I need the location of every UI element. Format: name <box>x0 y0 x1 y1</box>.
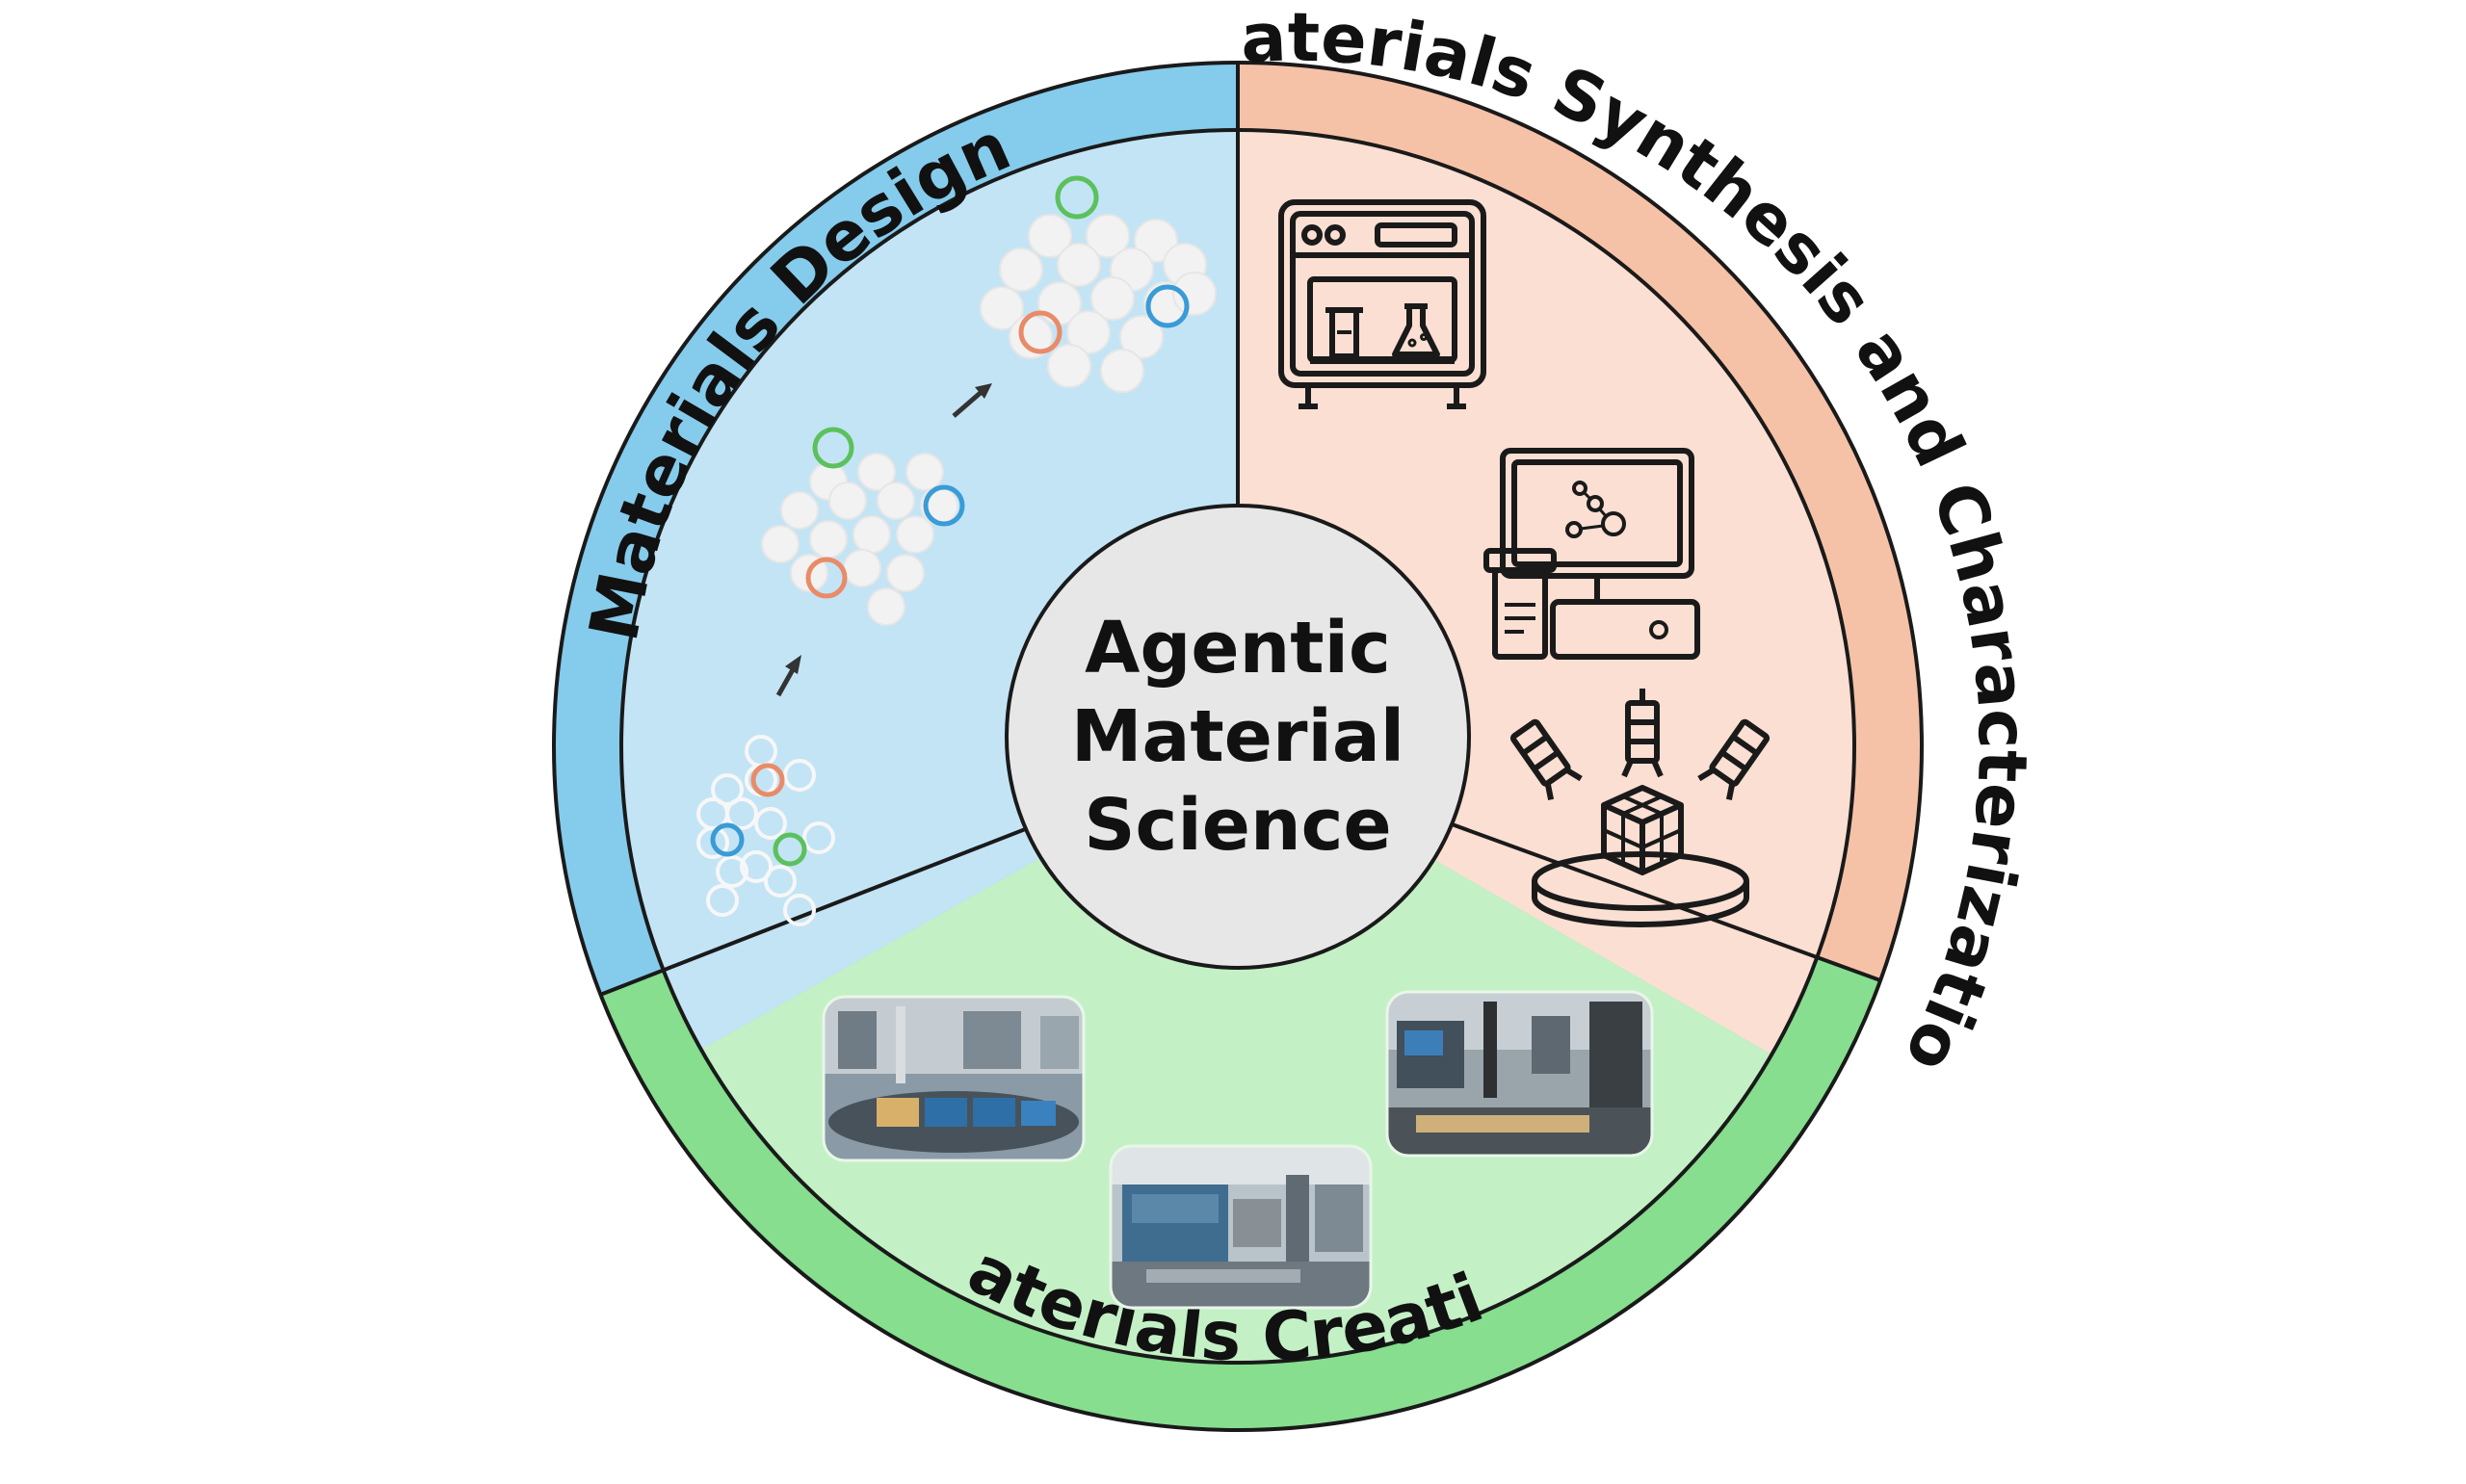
atom <box>886 554 925 592</box>
atom <box>783 894 816 926</box>
crystal-cluster-large <box>980 175 1217 393</box>
atom <box>1086 214 1130 258</box>
computer-molecule-icon <box>1483 448 1700 660</box>
atom <box>740 850 773 883</box>
atom <box>1057 243 1101 287</box>
atom <box>754 807 787 840</box>
highlight-atom <box>1145 284 1190 328</box>
highlight-atom <box>773 832 807 867</box>
atom <box>696 797 729 830</box>
atom <box>896 515 934 554</box>
atom <box>1066 310 1111 354</box>
highlight-atom <box>710 822 745 857</box>
atom <box>764 865 797 898</box>
atom <box>1090 276 1135 321</box>
atom <box>809 520 848 559</box>
center-title-line-2: Material <box>1071 695 1404 778</box>
highlight-atom <box>812 427 854 469</box>
atom <box>828 482 867 520</box>
atom <box>706 884 739 917</box>
atom <box>1172 272 1217 316</box>
crystal-cluster-medium <box>761 427 965 626</box>
atom <box>802 821 835 854</box>
atom <box>980 286 1024 330</box>
highlight-atom <box>923 484 965 527</box>
sector-inner-creation <box>701 746 1771 1363</box>
highlight-atom <box>750 763 785 797</box>
atom <box>867 587 905 626</box>
atom <box>905 453 944 491</box>
highlight-atom <box>805 557 848 599</box>
crystal-cluster-small <box>696 735 835 926</box>
atom <box>761 525 800 563</box>
atom <box>1047 344 1091 388</box>
atom <box>716 855 748 888</box>
atom <box>1119 315 1164 359</box>
atom <box>1134 219 1178 263</box>
atom <box>853 515 891 554</box>
atom <box>1028 214 1072 258</box>
atom <box>780 491 819 530</box>
center-circle <box>1005 504 1471 970</box>
atom <box>857 453 896 491</box>
atom <box>877 482 915 520</box>
arrow-icon <box>775 655 801 697</box>
lab-instrument-icon <box>1278 199 1486 409</box>
atom <box>783 759 816 792</box>
center-title-line-3: Science <box>1084 784 1391 867</box>
robot-arms-cube-icon <box>1509 689 1771 927</box>
autonomous-lab-photo-3 <box>1385 990 1654 1158</box>
atom <box>711 773 744 806</box>
center-title-line-1: Agentic <box>1085 607 1391 690</box>
autonomous-lab-photo-1 <box>822 995 1086 1162</box>
atom <box>1100 349 1144 393</box>
highlight-atom <box>1055 175 1099 220</box>
atom <box>999 247 1043 292</box>
highlight-atom <box>1018 310 1062 354</box>
atom <box>843 549 881 587</box>
autonomous-lab-photo-2 <box>1109 1144 1373 1310</box>
arrow-icon <box>952 383 992 418</box>
